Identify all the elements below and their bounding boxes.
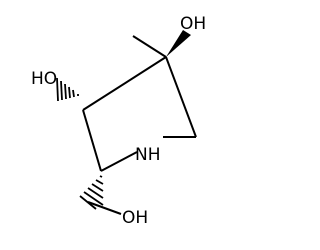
bond-c2-c3 [82,109,102,172]
bond-c3-c4 [82,56,167,111]
atom-label-oh-bottom: OH [122,208,148,228]
bond-c4-ch2 [165,56,197,138]
molecule-structure: OH HO NH OH [31,14,206,228]
hashed-bond-c3-oh [56,77,79,102]
atom-label-oh-top: OH [180,14,206,34]
bond-c4-methyl [132,35,167,58]
bond-ch2-oh [87,201,122,215]
wedge-bond-c4-oh [166,30,191,57]
atom-label-ho-left: HO [31,69,57,89]
bond-n-c2 [100,151,138,172]
atom-label-nh: NH [135,145,161,165]
